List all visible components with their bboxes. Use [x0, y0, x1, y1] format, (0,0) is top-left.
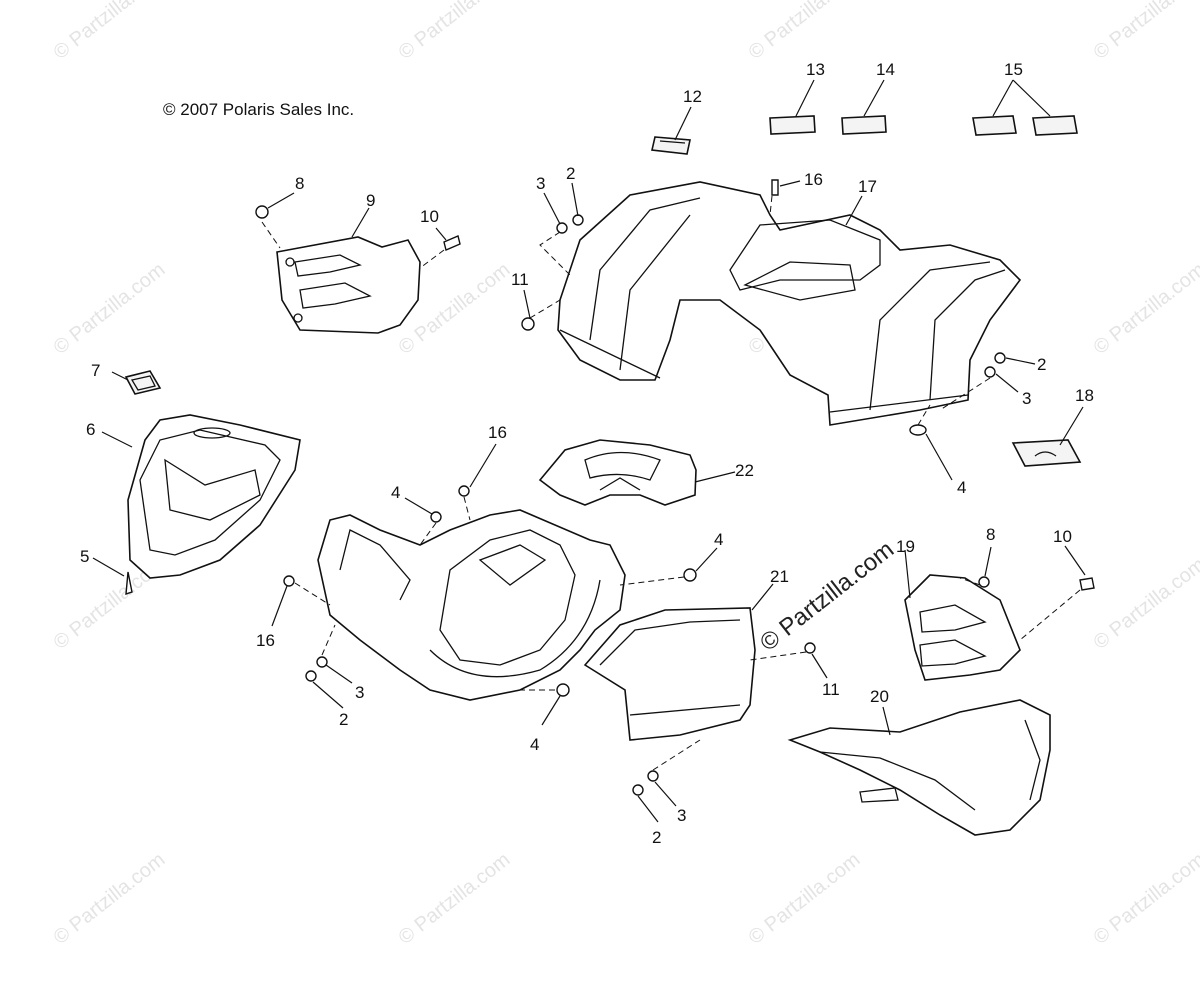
callout-12: 12: [683, 87, 702, 106]
watermark: © Partzilla.com: [50, 259, 170, 359]
callout-9: 9: [366, 191, 375, 210]
callout-4: 4: [957, 478, 966, 497]
callout-16: 16: [256, 631, 275, 650]
watermark: © Partzilla.com: [745, 849, 865, 949]
decals-13-14-15: [769, 115, 1078, 136]
part-20-seat: [787, 699, 1051, 836]
callout-13: 13: [806, 60, 825, 79]
callout-21: 21: [770, 567, 789, 586]
part-12-tag: [651, 136, 691, 155]
watermark: © Partzilla.com: [395, 849, 515, 949]
callout-14: 14: [876, 60, 895, 79]
callout-4: 4: [714, 530, 723, 549]
part-9-side-panel: [276, 236, 421, 334]
callout-20: 20: [870, 687, 889, 706]
part-17-rear-fender: [557, 181, 1022, 426]
part-22-cover: [538, 439, 697, 506]
callout-numbers: 2 3 12 13 14 15 16 17 8 9 10 11 2 3 18 4…: [80, 60, 1094, 847]
copyright-notice: © 2007 Polaris Sales Inc.: [163, 100, 355, 119]
part-18-plate: [1011, 439, 1082, 467]
callout-16: 16: [804, 170, 823, 189]
part-7-bracket: [124, 370, 162, 395]
callout-3: 3: [355, 683, 364, 702]
callout-10: 10: [420, 207, 439, 226]
callout-15: 15: [1004, 60, 1023, 79]
watermark: © Partzilla.com: [395, 0, 515, 64]
callout-19: 19: [896, 537, 915, 556]
callout-2: 2: [339, 710, 348, 729]
watermark: © Partzilla.com: [745, 0, 865, 64]
callout-8: 8: [986, 525, 995, 544]
part-19-side-panel: [904, 574, 1021, 681]
callout-11: 11: [822, 680, 840, 699]
watermark: © Partzilla.com: [50, 849, 170, 949]
callout-5: 5: [80, 547, 89, 566]
callout-8: 8: [295, 174, 304, 193]
part-front-body: [317, 509, 626, 701]
callout-10: 10: [1053, 527, 1072, 546]
watermark: © Partzilla.com: [1090, 259, 1200, 359]
callout-7: 7: [91, 361, 100, 380]
callout-3: 3: [1022, 389, 1031, 408]
watermark: © Partzilla.com: [1090, 849, 1200, 949]
callout-16: 16: [488, 423, 507, 442]
watermark: © Partzilla.com: [1090, 0, 1200, 64]
watermark: © Partzilla.com: [1090, 554, 1200, 654]
watermark-center: © Partzilla.com: [755, 536, 899, 657]
part-21-footwell: [583, 607, 756, 741]
part-6-front-pod: [127, 414, 301, 579]
callout-11: 11: [511, 270, 529, 289]
callout-18: 18: [1075, 386, 1094, 405]
callout-4: 4: [530, 735, 539, 754]
assembly-lines: [261, 195, 1081, 771]
callout-2: 2: [652, 828, 661, 847]
callout-3: 3: [536, 174, 545, 193]
callout-2: 2: [1037, 355, 1046, 374]
fastener-hardware: [125, 179, 1095, 796]
callout-2: 2: [566, 164, 575, 183]
callout-3: 3: [677, 806, 686, 825]
callout-22: 22: [735, 461, 754, 480]
callout-6: 6: [86, 420, 95, 439]
leader-lines: [92, 79, 1086, 823]
callout-17: 17: [858, 177, 877, 196]
callout-4: 4: [391, 483, 400, 502]
watermark: © Partzilla.com: [50, 0, 170, 64]
